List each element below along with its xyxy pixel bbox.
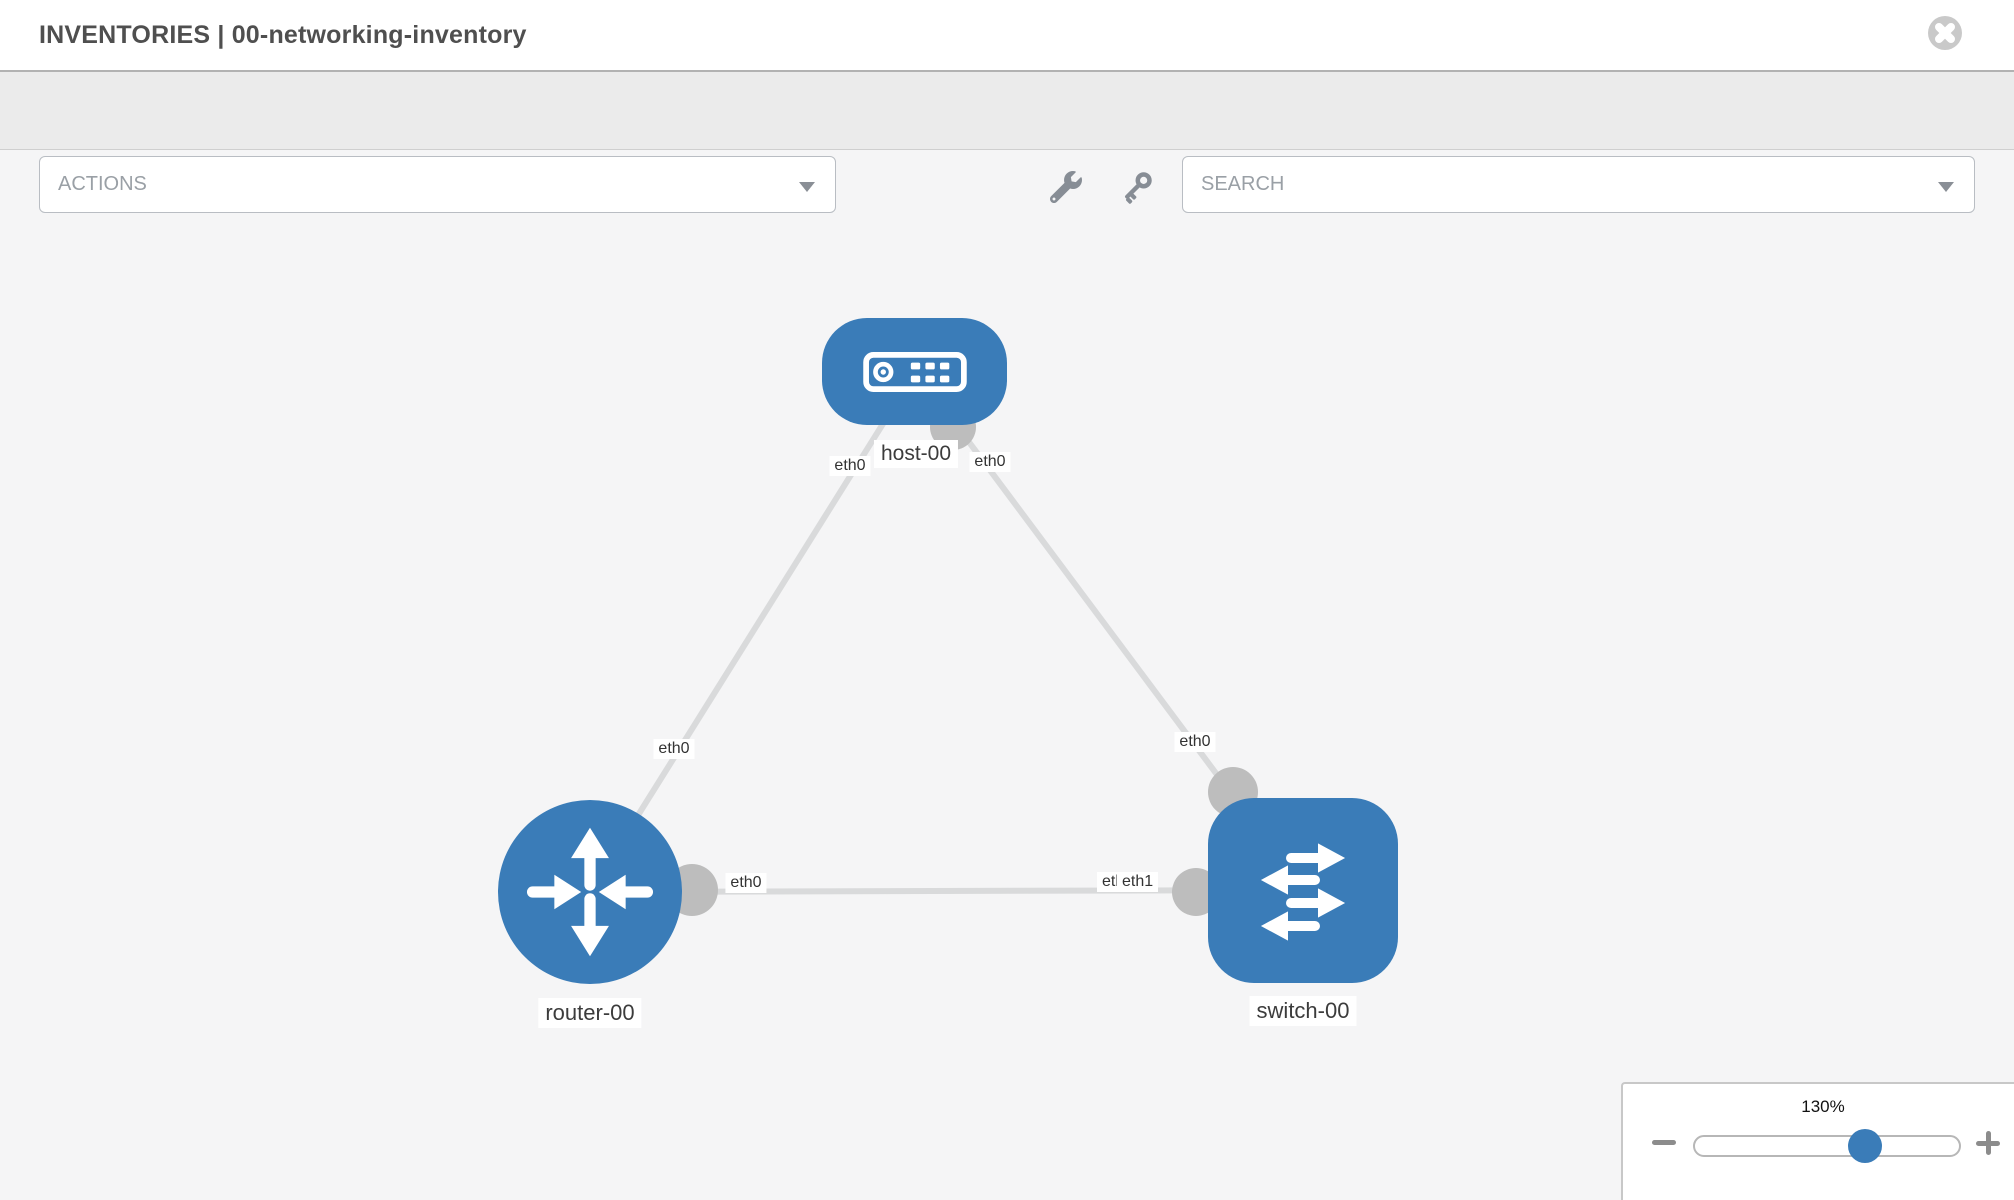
iface-label-host-eth0-to-switch: eth0 xyxy=(969,452,1011,472)
iface-label-switch-eth0-to-host: eth0 xyxy=(1174,732,1216,752)
header: INVENTORIES | 00-networking-inventory xyxy=(0,0,2014,70)
toolbar: ACTIONS SEARCH xyxy=(0,70,2014,213)
wrench-icon xyxy=(1049,171,1082,204)
switch-name-label: switch-00 xyxy=(1249,996,1357,1026)
node-host-00[interactable] xyxy=(822,318,1007,425)
key-button[interactable] xyxy=(1118,170,1154,206)
close-button[interactable] xyxy=(1928,16,1962,50)
chevron-down-icon xyxy=(799,182,815,192)
wrench-button[interactable] xyxy=(1049,171,1082,204)
node-router-00[interactable] xyxy=(498,800,682,984)
topology-canvas[interactable] xyxy=(0,150,2014,1200)
actions-dropdown[interactable]: ACTIONS xyxy=(39,156,836,213)
switch-icon xyxy=(1260,842,1346,941)
iface-label-host-eth0-to-router: eth0 xyxy=(829,456,871,476)
zoom-slider-thumb[interactable] xyxy=(1848,1129,1882,1163)
close-icon xyxy=(1935,23,1955,43)
router-name-label: router-00 xyxy=(538,998,642,1028)
zoom-slider-track[interactable] xyxy=(1693,1135,1961,1157)
iface-label-router-eth0-to-host: eth0 xyxy=(653,739,695,759)
node-switch-00[interactable] xyxy=(1208,798,1398,983)
zoom-in-button[interactable] xyxy=(1976,1131,2000,1155)
plus-icon xyxy=(1985,1131,1991,1155)
zoom-level-readout: 130% xyxy=(1801,1097,1845,1116)
iface-label-router-eth0-to-switch: eth0 xyxy=(725,873,767,893)
router-icon xyxy=(526,827,654,957)
chevron-down-icon xyxy=(1938,182,1954,192)
search-dropdown-label: SEARCH xyxy=(1201,173,1285,195)
search-dropdown[interactable]: SEARCH xyxy=(1182,156,1975,213)
actions-dropdown-label: ACTIONS xyxy=(58,173,147,195)
server-icon xyxy=(862,351,967,392)
page-title: INVENTORIES | 00-networking-inventory xyxy=(39,21,527,49)
host-name-label: host-00 xyxy=(873,440,959,468)
zoom-panel: 130% xyxy=(1621,1082,2014,1200)
key-icon xyxy=(1125,172,1152,204)
zoom-out-button[interactable] xyxy=(1652,1140,1676,1145)
iface-label-switch-eth1-to-router: eth1 xyxy=(1117,872,1159,892)
